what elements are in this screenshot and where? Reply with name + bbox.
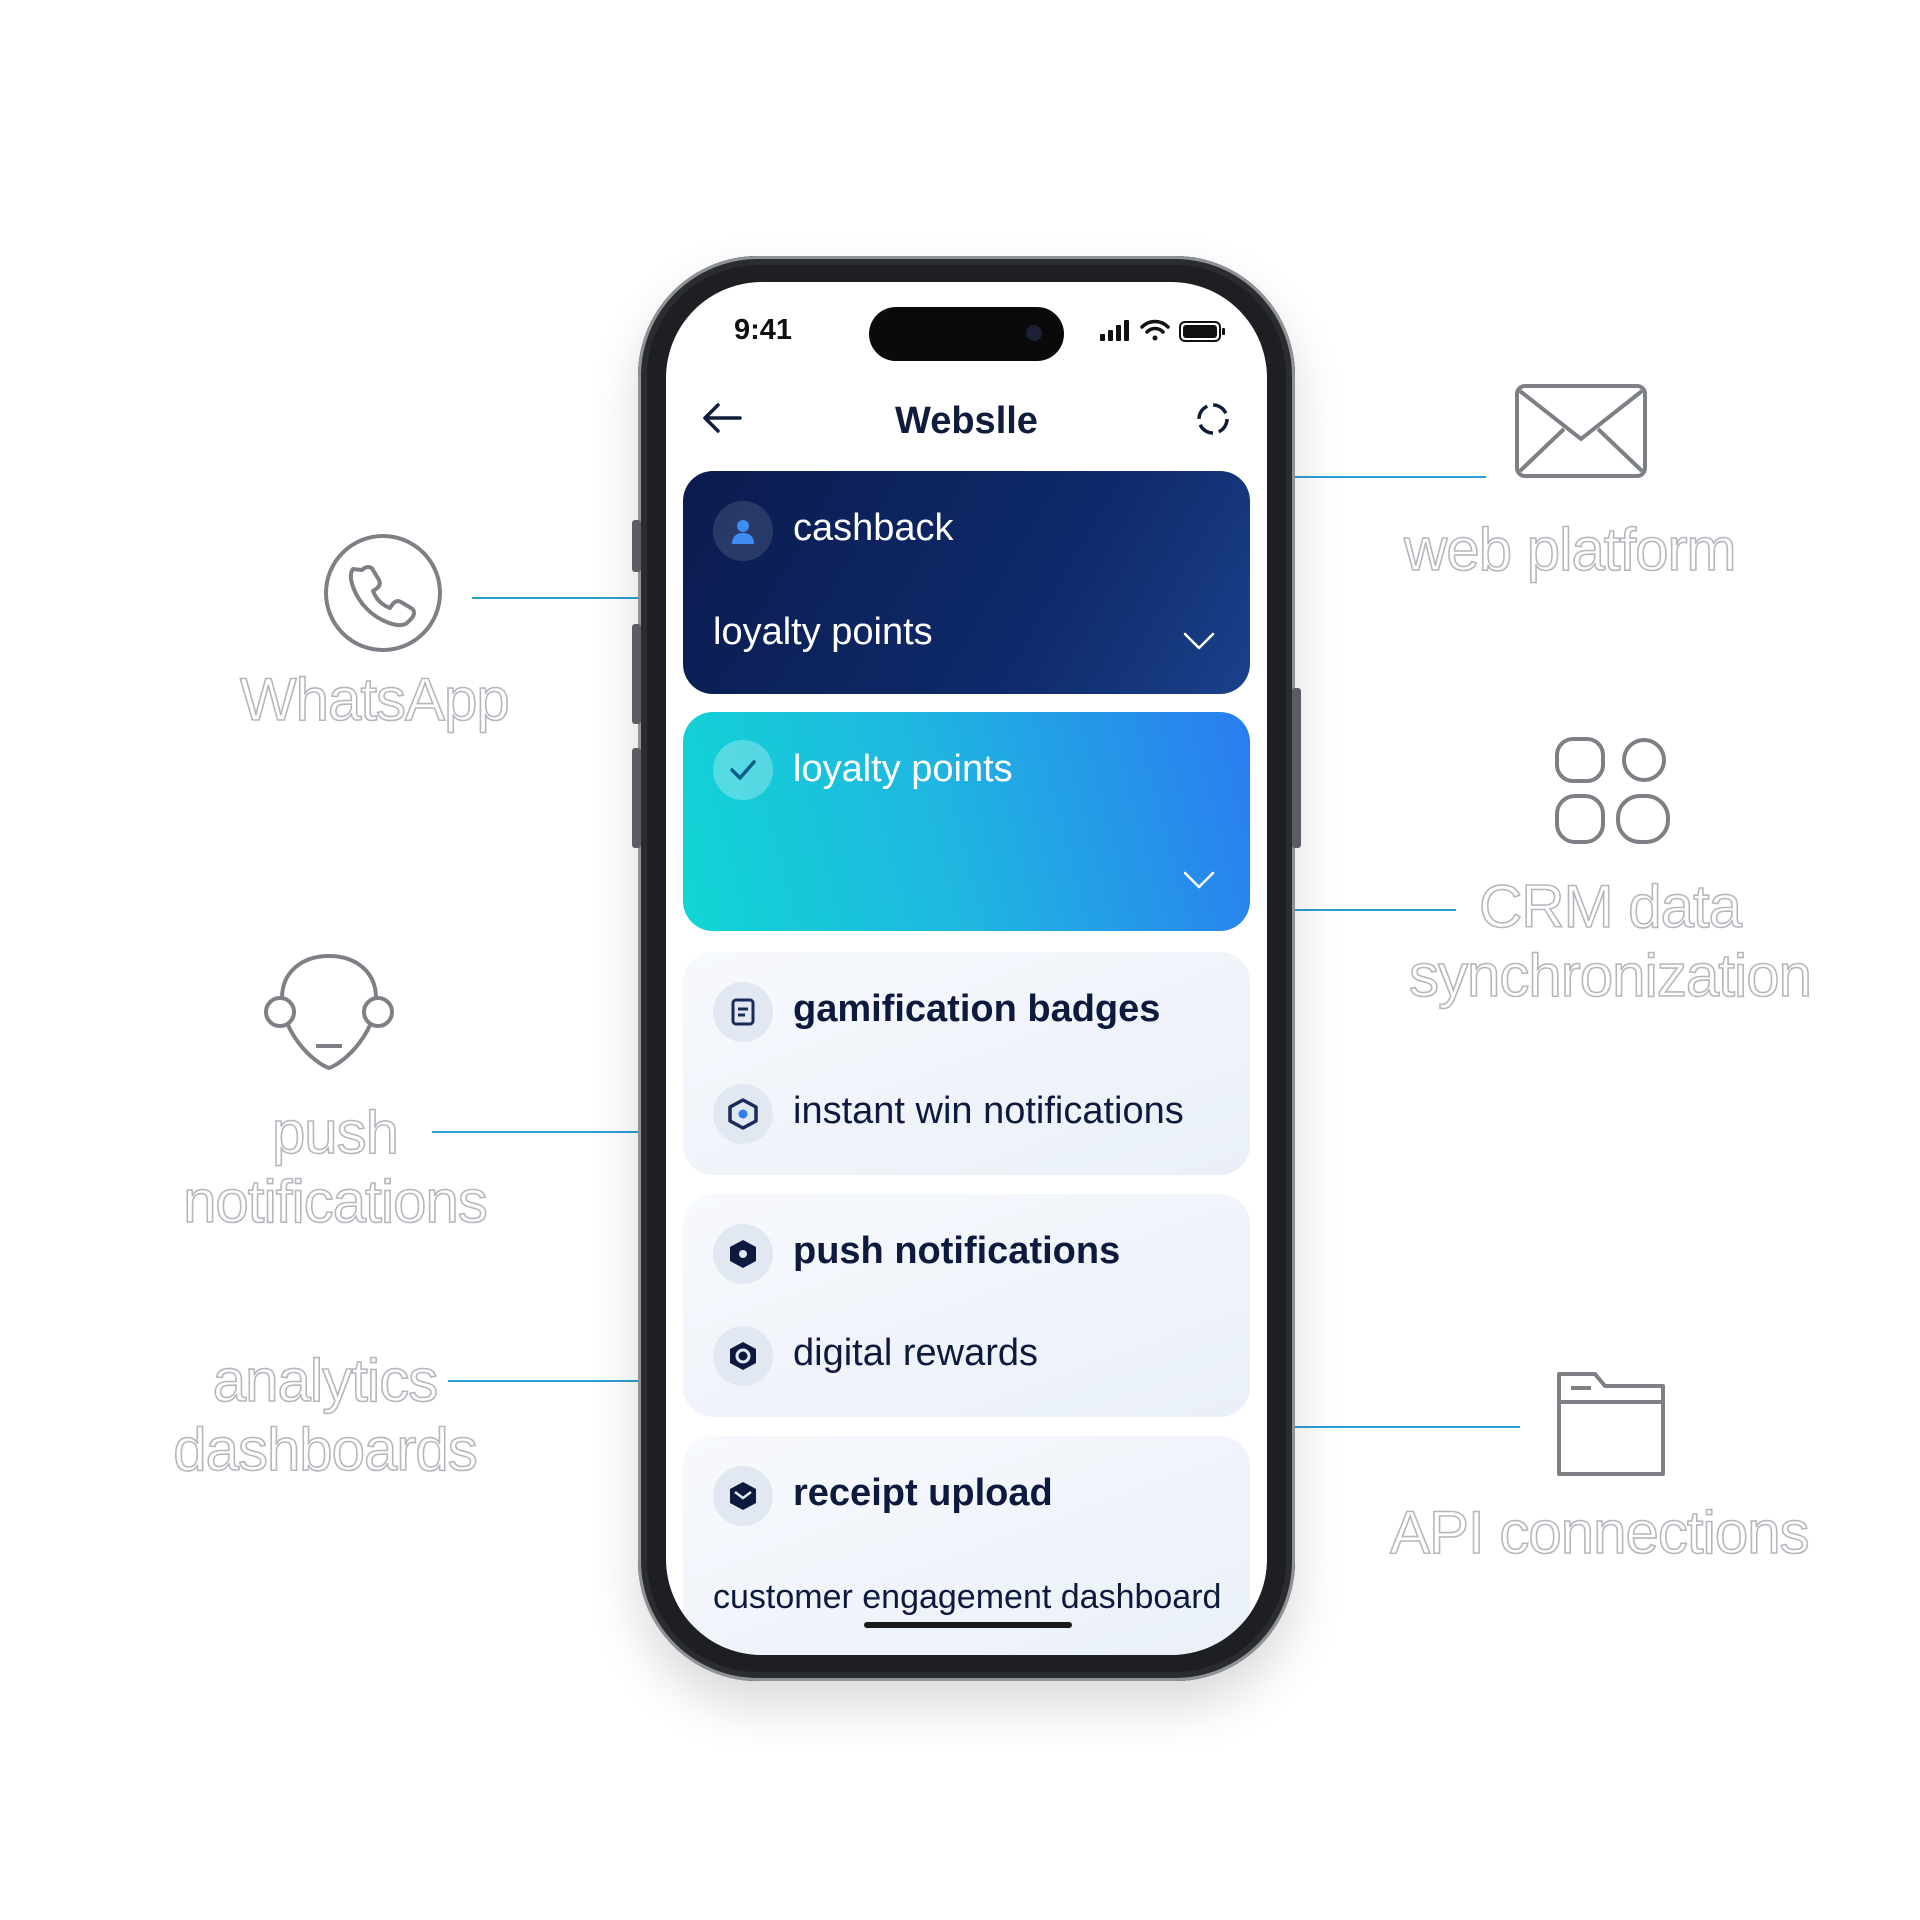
signal-icon [1100,320,1129,341]
shield-icon-badge [713,1084,773,1144]
volume-down-button [632,748,641,848]
user-icon-badge [713,501,773,561]
mute-switch [632,520,641,572]
card-subtitle: loyalty points [713,611,933,653]
status-icons [1100,319,1225,342]
phone-screen: 9:41 Webslle [666,282,1267,1655]
page-title: Webslle [895,400,1038,442]
check-icon-badge [713,740,773,800]
chevron-down-icon[interactable] [1182,631,1216,651]
hexagon-envelope-icon-badge [713,1466,773,1526]
phone-icon [324,534,442,652]
card-title: loyalty points [793,748,1013,790]
connector-line [1292,1426,1520,1428]
chevron-down-icon[interactable] [1182,870,1216,890]
hexagon-outline-icon-badge [713,1326,773,1386]
cashback-card[interactable]: cashback loyalty points [683,471,1250,694]
connector-line [1292,909,1456,911]
document-icon-badge [713,982,773,1042]
card-title: cashback [793,507,954,549]
status-time: 9:41 [734,314,793,346]
shield-icon [728,1098,758,1130]
hexagon-outline-icon [730,1342,756,1370]
hexagon-icon [730,1240,756,1268]
document-icon [731,998,755,1026]
wifi-icon [1140,319,1170,341]
connector-line [432,1131,642,1133]
phone-frame: 9:41 Webslle [632,256,1301,1681]
hexagon-envelope-icon [730,1482,756,1510]
camera-icon [1026,325,1042,341]
folder-icon [1557,1372,1665,1476]
loyalty-points-card[interactable]: loyalty points [683,712,1250,931]
user-icon [732,520,754,544]
apps-grid-icon [1555,737,1670,844]
support-agent-icon [264,953,394,1071]
analytics-dashboards-label: analytics dashboards [172,1346,478,1484]
mail-icon [1515,384,1647,478]
dynamic-island [869,307,1064,361]
card-title: push notifications [793,1230,1121,1272]
home-indicator[interactable] [864,1622,1072,1628]
connector-line [472,597,640,599]
power-button [1292,688,1301,848]
navigation-bar: Webslle [666,382,1267,452]
push-notifications-label: push notifications [182,1098,488,1236]
check-icon [730,760,756,780]
receipt-upload-card[interactable]: receipt upload customer engagement dashb… [683,1436,1250,1655]
card-subtitle: digital rewards [793,1332,1038,1374]
gamification-card[interactable]: gamification badges instant win notifica… [683,952,1250,1175]
card-title: receipt upload [793,1472,1053,1514]
crm-sync-label: CRM data synchronization [1408,872,1813,1010]
api-connections-label: API connections [1389,1498,1810,1567]
connector-line [1292,476,1486,478]
push-notifications-card[interactable]: push notifications digital rewards [683,1194,1250,1417]
volume-up-button [632,624,641,724]
card-subtitle: customer engagement dashboard [713,1578,1222,1616]
battery-icon [1179,321,1225,342]
connector-line [448,1380,642,1382]
arrow-left-icon[interactable] [702,402,742,434]
card-subtitle: instant win notifications [793,1090,1184,1132]
web-platform-label: web platform [1403,515,1737,584]
hexagon-icon-badge [713,1224,773,1284]
whatsapp-label: WhatsApp [239,665,510,734]
refresh-icon[interactable] [1194,400,1232,438]
card-title: gamification badges [793,988,1161,1030]
